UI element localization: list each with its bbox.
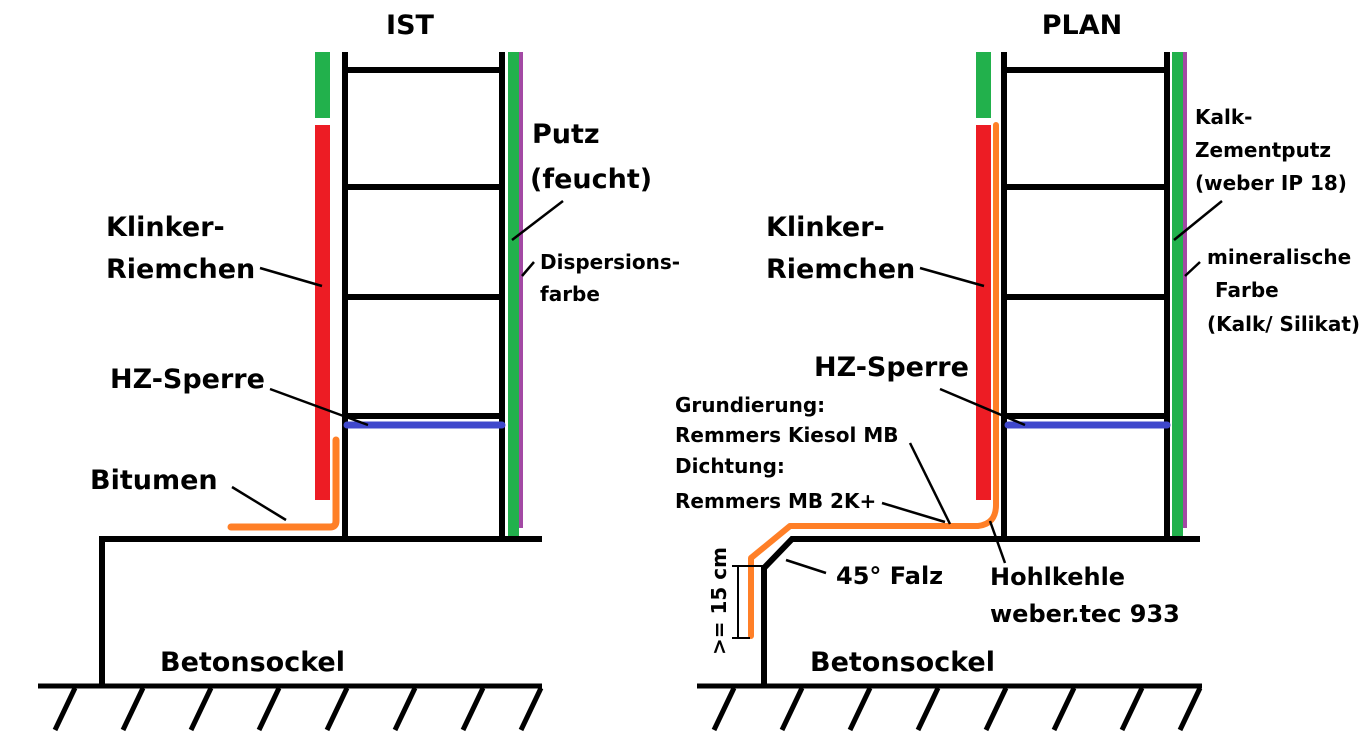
plan-coating-label-line1: Grundierung: [675, 393, 825, 417]
plan-leaders [785, 200, 1223, 575]
plan-chamfer-label: 45° Falz [836, 562, 943, 590]
ist-paint-label-line2: farbe [540, 282, 600, 306]
ist-paint [519, 52, 523, 528]
ist-ground [38, 683, 544, 732]
plan-waterproofing [748, 122, 999, 639]
plan-wall [1001, 52, 1170, 539]
ist-barrier-label: HZ-Sperre [110, 364, 265, 395]
plan-plaster [1172, 52, 1183, 536]
ist-plaster-label-line1: Putz [532, 119, 600, 150]
plan-height-dimension [732, 565, 765, 639]
plan-coating-label-line4: Remmers MB 2K+ [675, 489, 876, 513]
ist-bitumen-label: Bitumen [90, 465, 218, 496]
plan-diagram: PLAN [675, 10, 1360, 732]
plan-paint-label-line3: (Kalk/ Silikat) [1207, 312, 1360, 336]
ist-leaders [231, 200, 564, 522]
plan-title: PLAN [1042, 10, 1123, 41]
ist-clinker-top [315, 52, 330, 118]
plan-plaster-label-line1: Kalk- [1195, 105, 1252, 129]
plan-base-label: Betonsockel [810, 647, 995, 678]
plan-plaster-label-line2: Zementputz [1195, 138, 1331, 162]
plan-barrier-label: HZ-Sperre [814, 352, 969, 383]
plan-clinker-label-line2: Riemchen [766, 254, 915, 285]
plan-coating-label-line3: Dichtung: [675, 454, 785, 478]
ist-paint-label-line1: Dispersions- [540, 250, 680, 274]
ist-base-label: Betonsockel [160, 647, 345, 678]
ist-concrete-base [99, 536, 542, 686]
ist-title: IST [386, 10, 434, 41]
ist-plaster-label-line2: (feucht) [530, 164, 652, 195]
plan-clinker-top [976, 52, 991, 118]
ist-diagram: IST [38, 10, 680, 732]
plan-paint-label-line2: Farbe [1215, 278, 1279, 302]
plan-cove-label-line2: weber.tec 933 [990, 600, 1180, 628]
plan-height-label: >= 15 cm [707, 547, 731, 655]
ist-clinker-strip [315, 125, 330, 500]
ist-wall [342, 52, 505, 539]
plan-paint-label-line1: mineralische [1207, 245, 1351, 269]
ist-bitumen [227, 436, 340, 531]
plan-ground [697, 683, 1203, 732]
ist-clinker-label-line2: Riemchen [106, 254, 255, 285]
plan-coating-label-line2: Remmers Kiesol MB [675, 423, 898, 447]
ist-clinker-label-line1: Klinker- [106, 212, 225, 243]
ist-plaster [508, 52, 519, 536]
plan-clinker-strip [976, 125, 991, 500]
plan-plaster-label-line3: (weber IP 18) [1195, 171, 1347, 195]
plan-clinker-label-line1: Klinker- [766, 212, 885, 243]
plan-paint [1183, 52, 1187, 528]
plan-cove-label-line1: Hohlkehle [990, 563, 1125, 591]
